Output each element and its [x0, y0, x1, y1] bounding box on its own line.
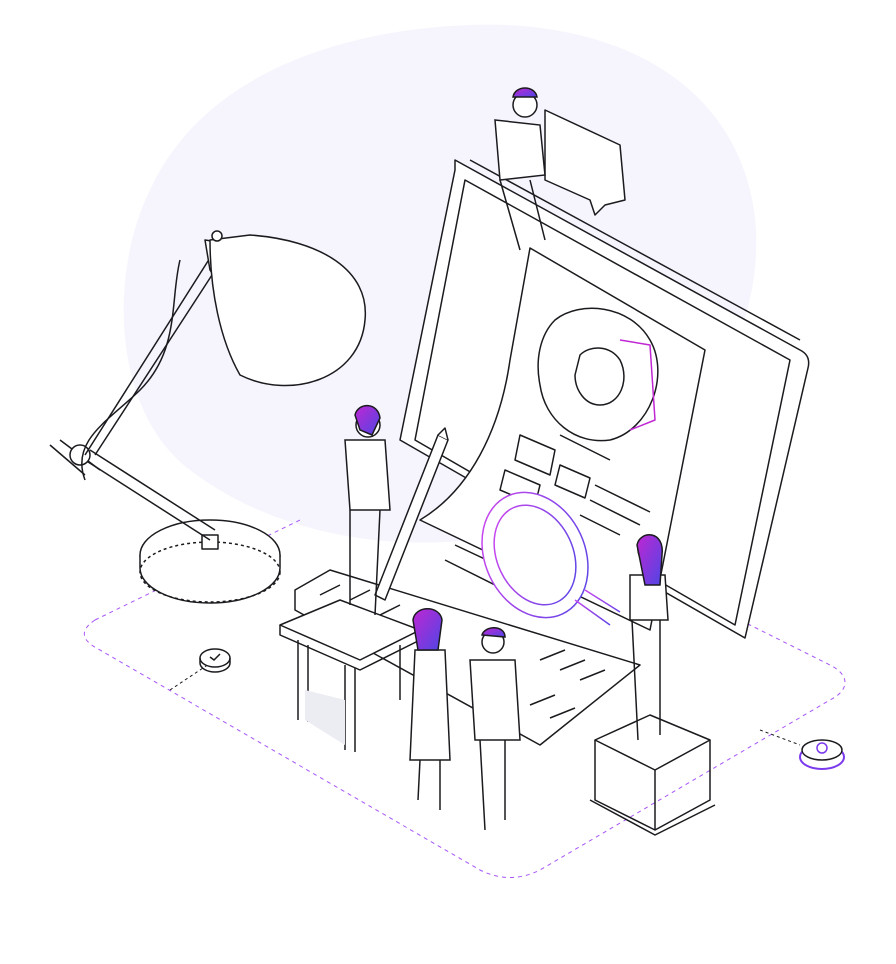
floor-dashed-link	[169, 659, 801, 746]
person-woman-right	[629, 534, 669, 741]
table-icon	[279, 599, 421, 752]
at-sign-badge-icon	[799, 739, 845, 770]
person-with-pencil	[344, 404, 391, 616]
box-icon	[589, 714, 716, 836]
pencil-icon	[374, 427, 449, 601]
magnifying-glass-icon	[481, 491, 621, 626]
checkmark-badge-icon	[199, 648, 231, 673]
donut-chart-icon	[537, 307, 659, 442]
person-top	[494, 87, 546, 251]
person-woman-left	[409, 608, 451, 810]
desk-lamp-icon	[49, 230, 366, 604]
person-man-front	[469, 627, 521, 831]
speech-bubble-icon	[544, 109, 626, 216]
keyboard-icon	[294, 569, 641, 746]
